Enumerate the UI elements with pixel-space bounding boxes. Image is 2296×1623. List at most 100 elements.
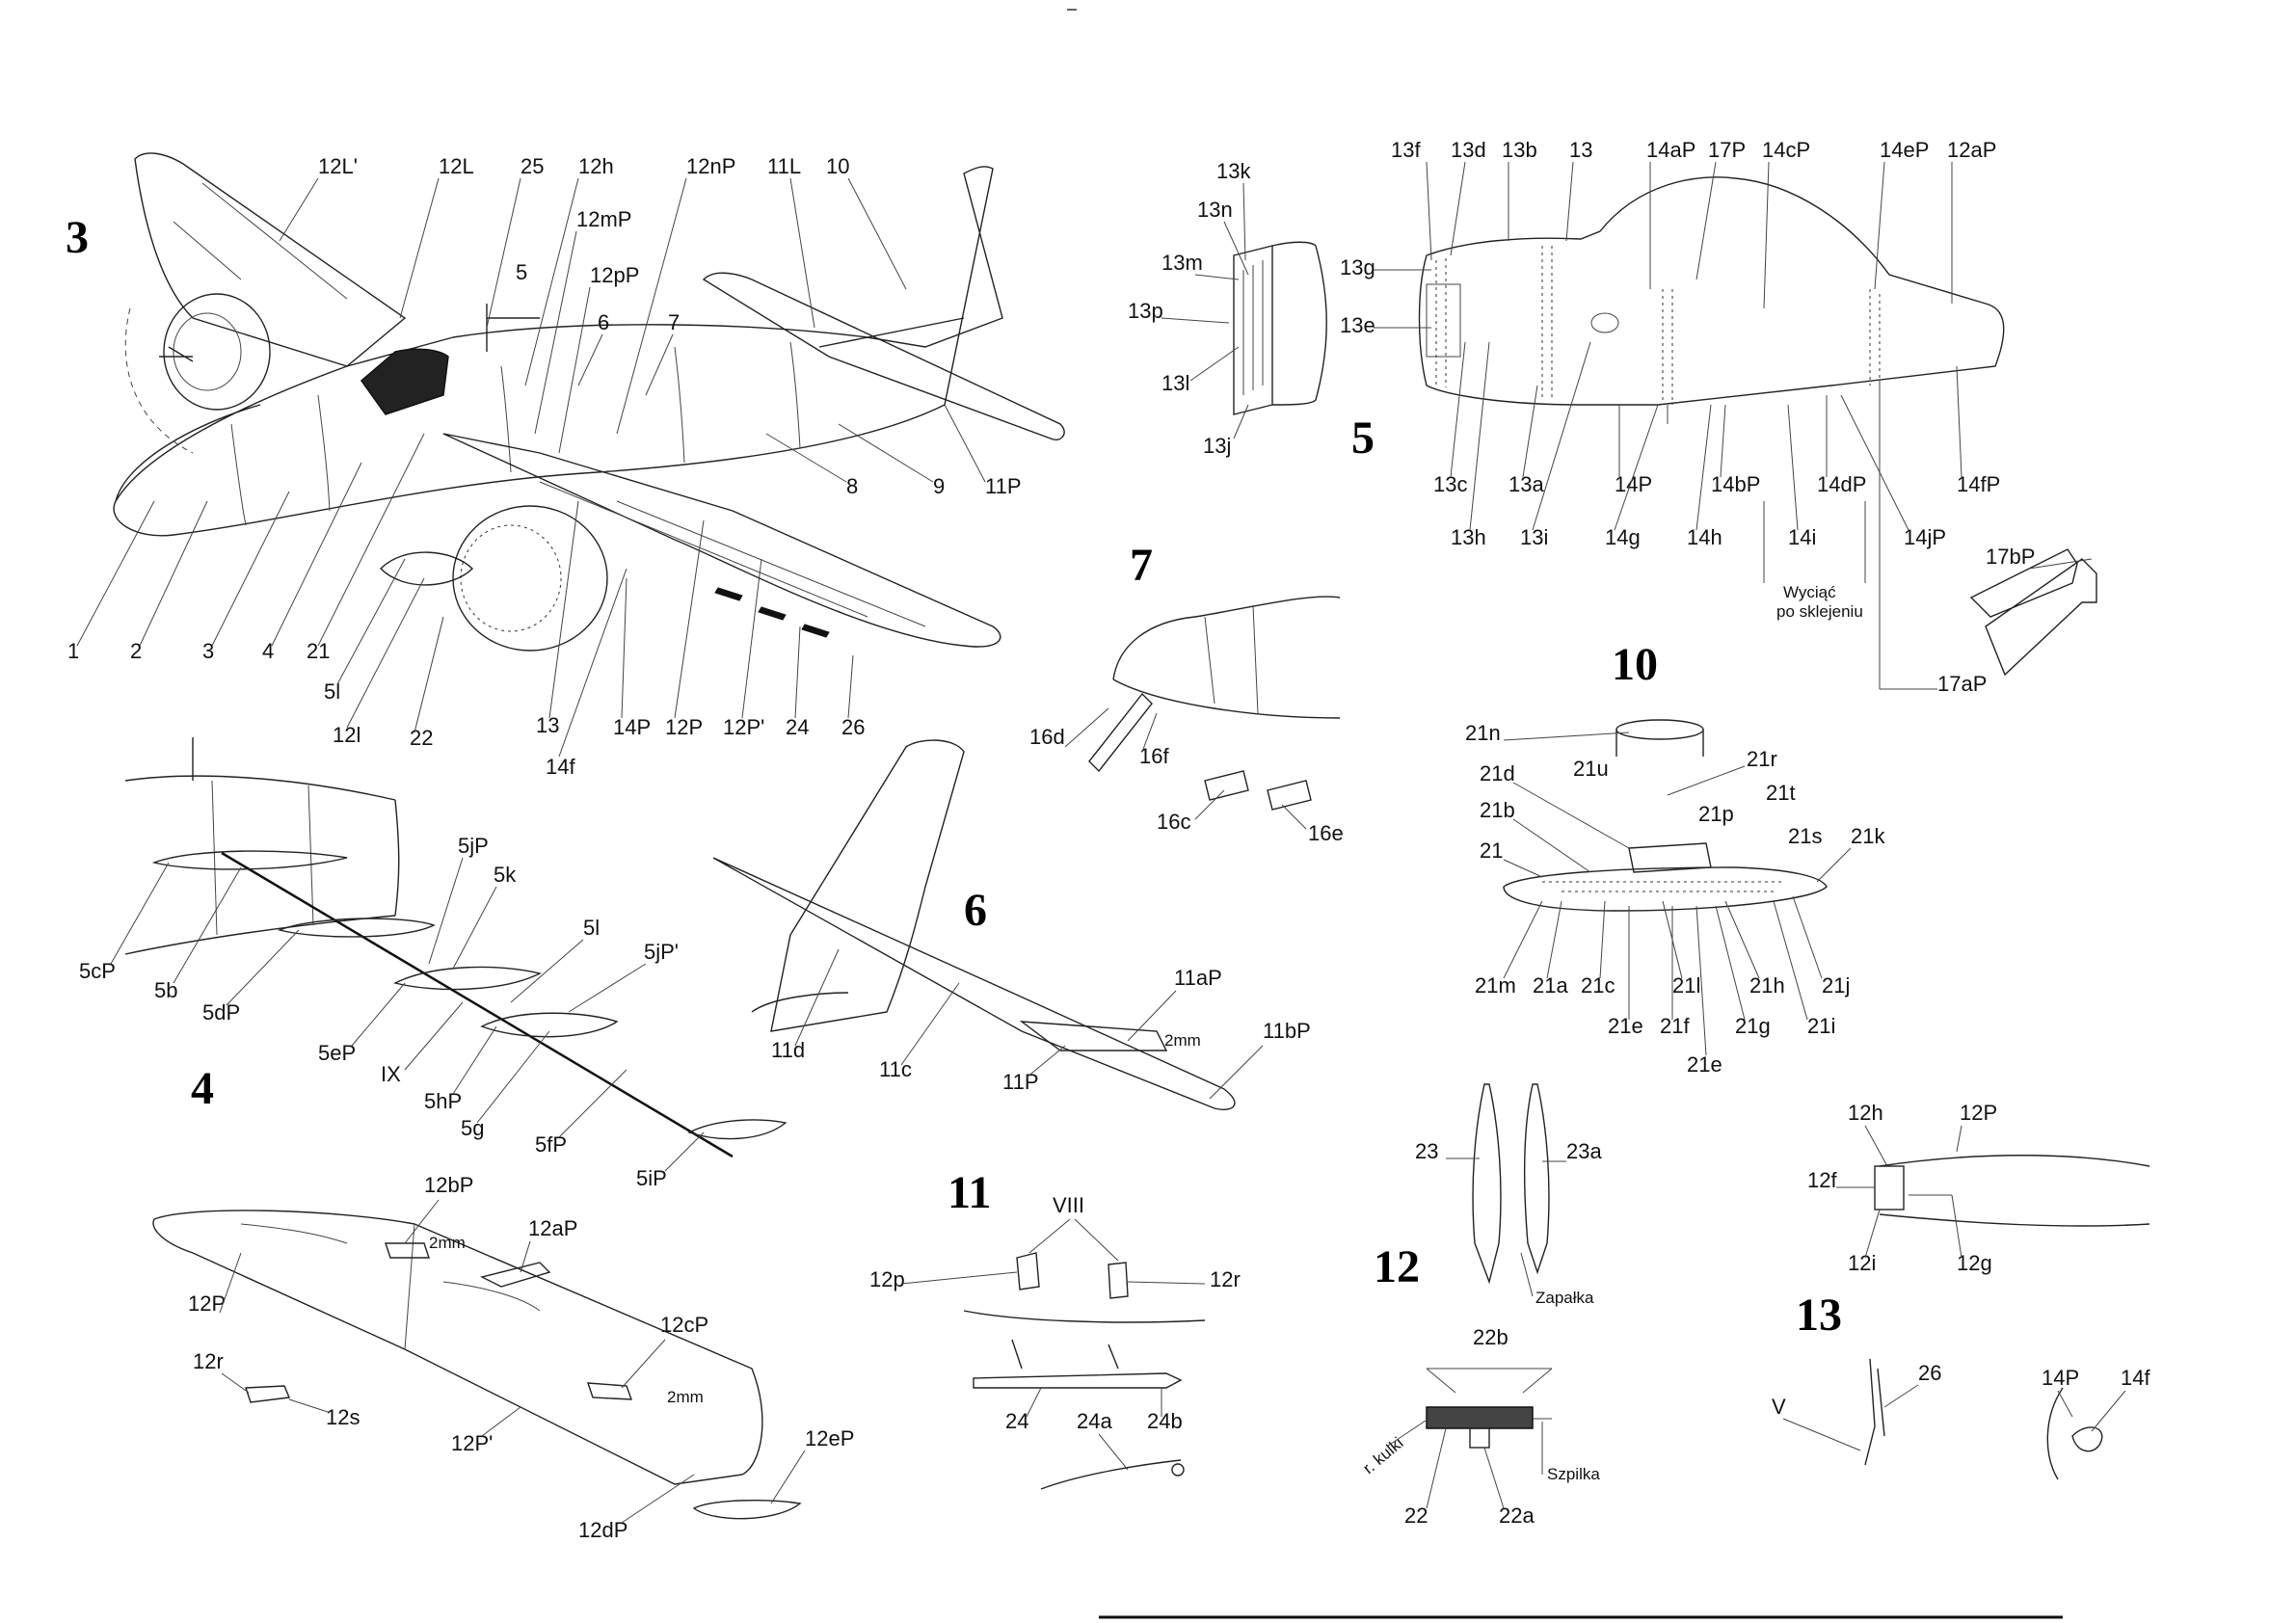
label-5fP: 5fP bbox=[535, 1132, 567, 1157]
blade-sockets bbox=[1426, 1368, 1553, 1394]
hub-22a bbox=[1469, 1427, 1490, 1449]
label-5iP: 5iP bbox=[636, 1166, 667, 1190]
label-4: 4 bbox=[262, 639, 274, 663]
label-21p: 21p bbox=[1698, 802, 1734, 826]
label-12pP: 12pP bbox=[590, 263, 639, 287]
label-12r-wing: 12r bbox=[193, 1349, 224, 1373]
label-13j: 13j bbox=[1203, 434, 1231, 458]
label-12mP: 12mP bbox=[576, 207, 631, 231]
rib-5iP bbox=[687, 1119, 788, 1140]
label-22b: 22b bbox=[1473, 1325, 1508, 1349]
label-26-antenna: 26 bbox=[1918, 1361, 1941, 1385]
figure-11-bomb-racks: 11 VIII 12p 12r 24 24a 24b bbox=[869, 1167, 1241, 1490]
label-zapalka: Zapałka bbox=[1535, 1289, 1594, 1307]
label-11bP: 11bP bbox=[1263, 1019, 1311, 1043]
label-5dP: 5dP bbox=[202, 1000, 240, 1024]
figure-11-number: 11 bbox=[948, 1167, 991, 1218]
left-prop-arc bbox=[124, 307, 194, 454]
right-engine-face bbox=[460, 524, 562, 632]
label-21u: 21u bbox=[1573, 757, 1609, 781]
label-21r: 21r bbox=[1747, 747, 1777, 771]
fuselage-outline bbox=[113, 166, 1003, 537]
label-17bP: 17bP bbox=[1986, 545, 2035, 569]
mount-outline bbox=[1271, 241, 1327, 406]
hub-22 bbox=[1426, 1406, 1534, 1429]
label-13i: 13i bbox=[1520, 525, 1548, 549]
left-engine-cowl bbox=[163, 293, 271, 411]
figure-5-nacelle: 5 13f 13d 13b 13 14aP 17P 14cP 14eP 12aP… bbox=[1340, 138, 2097, 696]
label-12r-rack: 12r bbox=[1210, 1267, 1241, 1291]
label-14dP: 14dP bbox=[1817, 472, 1866, 496]
rib-5eP bbox=[392, 966, 543, 991]
exhaust-14f bbox=[2046, 1387, 2103, 1480]
label-5jP-prime: 5jP' bbox=[644, 940, 679, 964]
label-24: 24 bbox=[786, 715, 809, 739]
stabilizer-root bbox=[818, 317, 965, 348]
label-21c: 21c bbox=[1581, 973, 1615, 998]
horizontal-stabilizer bbox=[702, 272, 1065, 440]
figure-10-undercarriage: 10 21n 21u 21r 21d 21p 21t 21b 21s 21k 2… bbox=[1465, 639, 1885, 1077]
label-26: 26 bbox=[841, 715, 865, 739]
label-17aP: 17aP bbox=[1937, 672, 1987, 696]
label-12dP: 12dP bbox=[578, 1518, 627, 1542]
label-11c: 11c bbox=[879, 1057, 912, 1081]
label-24-rocket: 24 bbox=[1005, 1409, 1028, 1433]
figure-4-wing-spar: 4 5cP 5b 5dP 5eP IX 5hP 5g 5fP 5iP 5jP 5… bbox=[79, 737, 788, 1190]
label-21b: 21b bbox=[1480, 798, 1515, 822]
left-spinner bbox=[159, 346, 194, 362]
label-21f: 21f bbox=[1660, 1014, 1690, 1038]
label-12l: 12l bbox=[333, 723, 360, 747]
figure-6-tail: 6 11aP 2mm 11bP 11d 11c 11P bbox=[712, 739, 1311, 1110]
label-12bP: 12bP bbox=[424, 1173, 473, 1197]
label-21t: 21t bbox=[1766, 781, 1796, 805]
gear-doors bbox=[1204, 770, 1312, 811]
label-5hP: 5hP bbox=[424, 1089, 462, 1113]
label-12h-hinge: 12h bbox=[1848, 1101, 1883, 1125]
label-13: 13 bbox=[536, 713, 559, 737]
label-13a: 13a bbox=[1508, 472, 1544, 496]
label-21j: 21j bbox=[1822, 973, 1850, 998]
label-12P-prime: 12P' bbox=[723, 715, 764, 739]
label-22a: 22a bbox=[1499, 1503, 1535, 1528]
rocket-24a bbox=[1040, 1459, 1182, 1490]
label-VIII: VIII bbox=[1053, 1193, 1084, 1217]
nacelle-frames bbox=[1435, 246, 1881, 405]
label-13d: 13d bbox=[1451, 138, 1486, 162]
label-23: 23 bbox=[1415, 1139, 1438, 1163]
label-6: 6 bbox=[598, 310, 609, 334]
part-12s bbox=[245, 1385, 291, 1403]
label-12f: 12f bbox=[1807, 1168, 1837, 1192]
label-13-top: 13 bbox=[1569, 138, 1592, 162]
label-8: 8 bbox=[846, 474, 858, 498]
right-wing-panel-lines bbox=[539, 481, 926, 627]
label-12P-prime-wing: 12P' bbox=[451, 1431, 493, 1455]
label-14jP: 14jP bbox=[1904, 525, 1946, 549]
label-21k: 21k bbox=[1851, 824, 1885, 848]
section-frames bbox=[211, 780, 314, 936]
fuselage-frames bbox=[230, 341, 801, 526]
label-12cP: 12cP bbox=[660, 1313, 708, 1337]
wing-underside: 12bP 2mm 12aP 12P 12r 12s 12cP 2mm 12P' … bbox=[152, 1173, 854, 1542]
label-12aP-wing: 12aP bbox=[528, 1216, 577, 1240]
part-17bP bbox=[1969, 548, 2078, 618]
label-16f: 16f bbox=[1139, 744, 1169, 768]
label-14aP: 14aP bbox=[1646, 138, 1695, 162]
hinge-block-12f bbox=[1874, 1165, 1905, 1211]
nacelle-intake bbox=[1426, 283, 1461, 358]
nose-frames bbox=[1204, 604, 1259, 714]
label-21h: 21h bbox=[1749, 973, 1785, 998]
label-14P-exhaust: 14P bbox=[2042, 1366, 2079, 1390]
label-14P: 14P bbox=[613, 715, 651, 739]
figure-3-aircraft: 3 12L' 12L bbox=[66, 152, 1065, 779]
stabilizer bbox=[712, 857, 1236, 1110]
label-wyciac: Wyciąć bbox=[1783, 583, 1836, 601]
fin-root bbox=[751, 992, 849, 1013]
well-box bbox=[1628, 842, 1712, 873]
label-5l: 5l bbox=[324, 679, 340, 704]
figure-3-labels: 12L' 12L 25 12h 12mP 12nP 11L 10 5 12pP … bbox=[67, 154, 1022, 779]
label-12p: 12p bbox=[869, 1267, 905, 1291]
left-wing-panel-lines bbox=[173, 182, 348, 300]
right-wing-flaps bbox=[714, 587, 830, 638]
elevator-tab bbox=[1019, 1021, 1168, 1051]
label-2mm-a: 2mm bbox=[429, 1234, 466, 1252]
